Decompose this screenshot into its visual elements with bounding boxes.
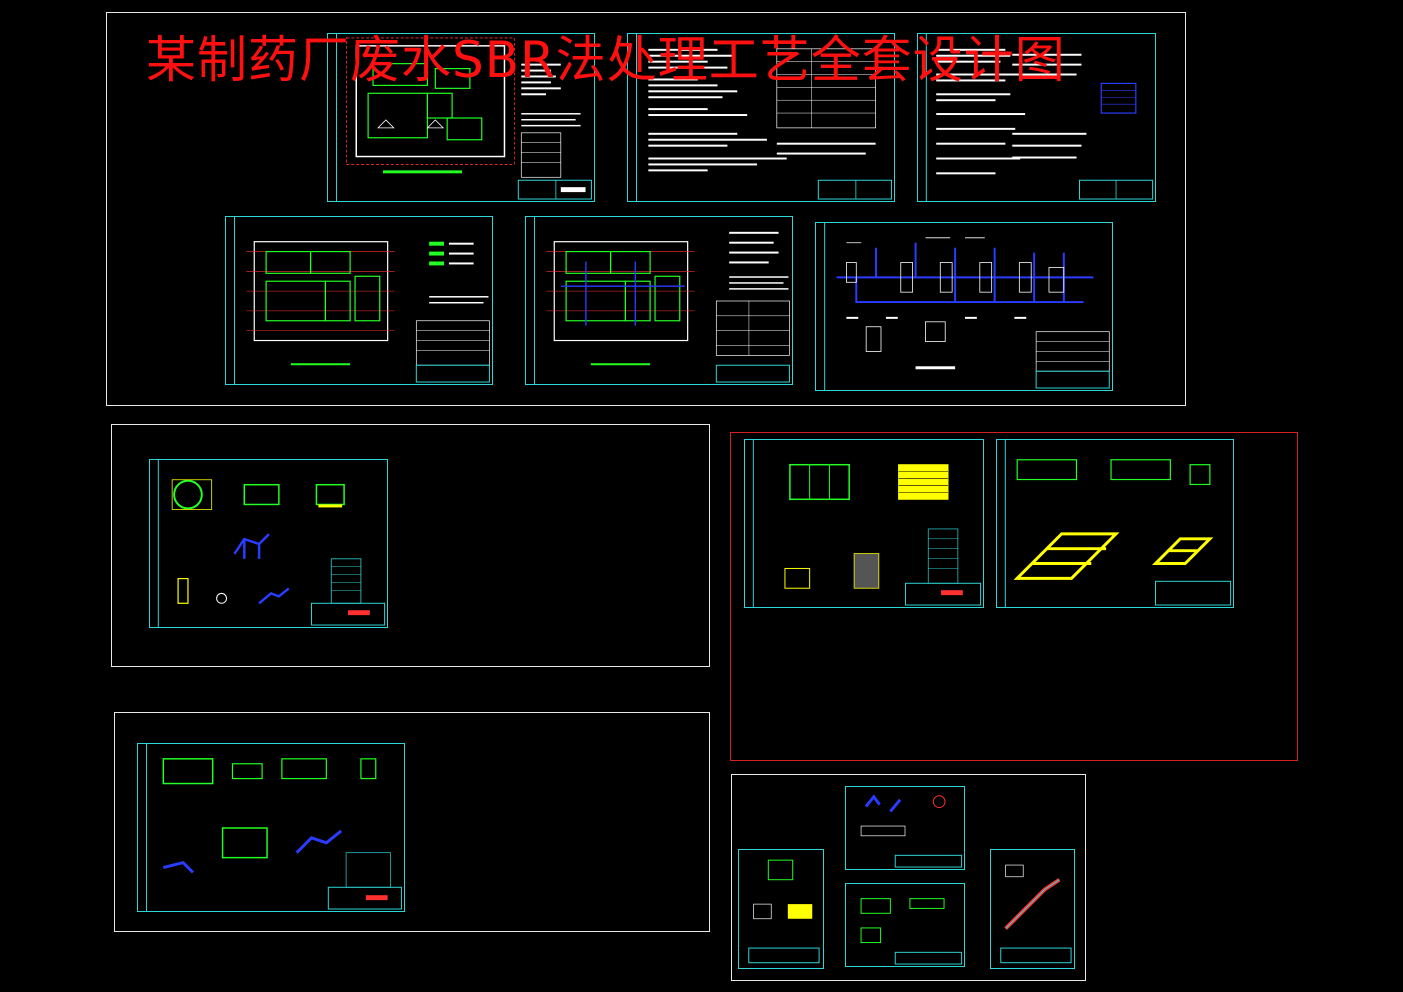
- process-flow-diagram: [824, 223, 1110, 390]
- sheet-structure-a[interactable]: [149, 459, 388, 628]
- group-frame-structure-a: [111, 424, 710, 667]
- detail-drawing-1: [748, 859, 820, 964]
- sheet-tank-plan[interactable]: [744, 439, 984, 608]
- detail-drawing-4: [1000, 864, 1072, 964]
- detail-drawing-3: [860, 898, 963, 965]
- group-frame-general-layout: [106, 12, 1186, 406]
- sheet-design-notes-1[interactable]: [627, 33, 895, 202]
- sheet-detail-3[interactable]: [845, 883, 965, 967]
- group-frame-selected: [730, 432, 1298, 761]
- design-notes-text: [635, 34, 892, 201]
- sheet-site-plan[interactable]: [327, 33, 595, 202]
- group-frame-structure-b: [114, 712, 710, 932]
- group-frame-details: [731, 774, 1086, 981]
- sheet-floor-plan-1[interactable]: [225, 216, 493, 385]
- sheet-steel-framing[interactable]: [996, 439, 1234, 608]
- sheet-process-flow[interactable]: [815, 222, 1113, 391]
- drawing-set-title: 某制药厂废水SBR法处理工艺全套设计图: [146, 31, 1066, 89]
- floor-plan-drawing-1: [233, 217, 490, 384]
- structure-b-drawing: [145, 744, 402, 911]
- floor-plan-drawing-2: [533, 217, 790, 384]
- steel-framing-drawing: [1004, 440, 1232, 607]
- detail-drawing-2: [860, 794, 963, 868]
- site-plan-drawing: [335, 34, 592, 201]
- sheet-design-notes-2[interactable]: [917, 33, 1156, 202]
- sheet-detail-1[interactable]: [738, 849, 824, 969]
- sheet-detail-4[interactable]: [990, 849, 1075, 969]
- tank-plan-drawing: [752, 440, 982, 607]
- structure-a-drawing: [157, 460, 386, 627]
- sheet-structure-b[interactable]: [137, 743, 405, 912]
- sheet-floor-plan-2[interactable]: [525, 216, 793, 385]
- design-notes-text-2: [925, 34, 1154, 201]
- sheet-detail-2[interactable]: [845, 786, 965, 870]
